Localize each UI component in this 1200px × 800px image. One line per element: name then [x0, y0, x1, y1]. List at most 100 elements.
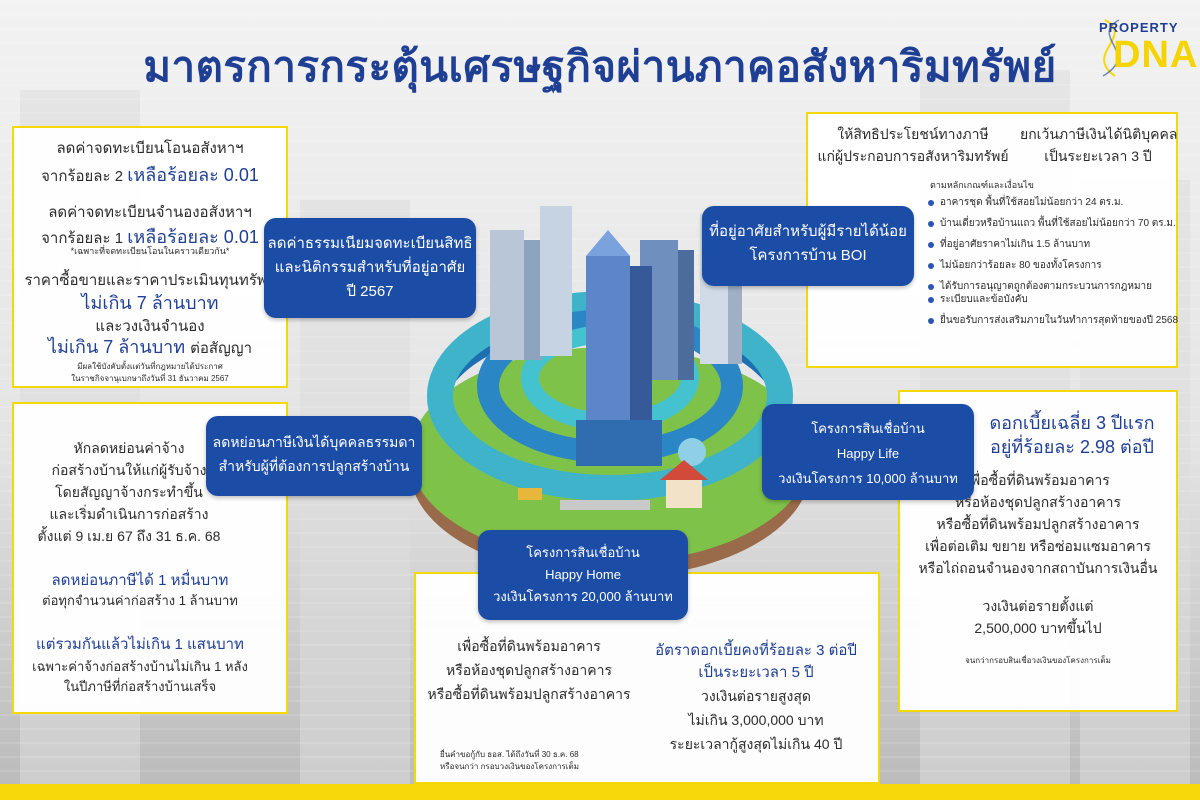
criteria-item: ที่อยู่อาศัยราคาไม่เกิน 1.5 ล้านบาท	[926, 238, 1176, 251]
gazebo	[666, 480, 702, 508]
panel-text-row: จากร้อยละ 2 เหลือร้อยละ 0.01	[14, 160, 286, 189]
highlight-text: ดอกเบี้ยเฉลี่ย 3 ปีแรก	[989, 413, 1155, 433]
panel-footnote: มีผลใช้บังคับตั้งแต่วันที่กฎหมายได้ประกา…	[77, 362, 223, 371]
panel-text: และวงเงินจำนอง	[95, 318, 205, 335]
callout-line: Happy Life	[836, 446, 900, 461]
highlight-text: ลดหย่อนภาษีได้ 1 หมื่นบาท	[51, 572, 229, 589]
highlight-text: อยู่ที่ร้อยละ 2.98 ต่อปี	[990, 437, 1154, 457]
dna-helix-icon	[1102, 19, 1120, 77]
panel-text: ในปีภาษีที่ก่อสร้างบ้านเสร็จ	[63, 679, 217, 694]
logo-text-top: PROPERTY	[1099, 20, 1179, 35]
panel-text: หรือซื้อที่ดินพร้อมปลูกสร้างอาคาร	[427, 686, 631, 702]
callout-line: ลดค่าธรรมเนียมจดทะเบียนสิทธิ	[267, 235, 473, 252]
callout-line: และนิติกรรมสำหรับที่อยู่อาศัย	[274, 259, 466, 276]
panel-footnote: จนกว่ากรอบสินเชื่อวงเงินของโครงการเต็ม	[965, 656, 1111, 665]
building	[678, 250, 694, 380]
panel-text: ลดค่าจดทะเบียนโอนอสังหาฯ	[56, 140, 244, 157]
criteria-item-continued: ระเบียบและข้อบังคับ	[926, 293, 1176, 306]
callout-line: โครงการสินเชื่อบ้าน	[526, 545, 640, 560]
panel-text: หักลดหย่อนค่าจ้าง	[73, 440, 185, 456]
callout-line: ปี 2567	[346, 283, 394, 300]
panel-footnote: ยื่นคำขอกู้กับ ธอส. ได้ถึงวันที่ 30 ธ.ค.…	[440, 750, 579, 759]
panel-text: ลดค่าจดทะเบียนจำนองอสังหาฯ	[48, 204, 252, 221]
panel-text: จากร้อยละ 2	[41, 168, 128, 185]
highlight-text: เหลือร้อยละ 0.01	[127, 227, 259, 247]
criteria-item: ได้รับการอนุญาตถูกต้องตามกระบวนการกฎหมาย	[926, 280, 1176, 293]
criteria-item-continued-text: ระเบียบและข้อบังคับ	[940, 294, 1028, 305]
panel-text: ก่อสร้างบ้านให้แก่ผู้รับจ้าง	[51, 462, 207, 478]
fee-reduction-panel: ลดค่าจดทะเบียนโอนอสังหาฯ จากร้อยละ 2 เหล…	[12, 126, 288, 388]
highlight-text: แต่รวมกันแล้วไม่เกิน 1 แสนบาท	[36, 636, 244, 653]
panel-text-row: จากร้อยละ 1 เหลือร้อยละ 0.01	[14, 222, 286, 251]
panel-text: ระยะเวลากู้สูงสุดไม่เกิน 40 ปี	[669, 736, 843, 752]
boi-housing-callout: ที่อยู่อาศัยสำหรับผู้มีรายได้น้อย โครงกา…	[702, 206, 914, 286]
panel-text: ตั้งแต่ 9 เม.ย 67 ถึง 31 ธ.ค. 68	[37, 528, 221, 544]
callout-line: โครงการบ้าน BOI	[749, 247, 867, 264]
panel-text: เพื่อต่อเติม ขยาย หรือซ่อมแซมอาคาร	[925, 538, 1151, 554]
panel-text: แก่ผู้ประกอบการอสังหาริมทรัพย์	[817, 148, 1009, 164]
fountain	[678, 438, 706, 466]
panel-text: วงเงินต่อรายตั้งแต่	[982, 598, 1094, 614]
callout-line: ที่อยู่อาศัยสำหรับผู้มีรายได้น้อย	[709, 223, 907, 240]
panel-text: ไม่เกิน 3,000,000 บาท	[688, 712, 824, 728]
callout-line: สำหรับผู้ที่ต้องการปลูกสร้างบ้าน	[218, 458, 410, 474]
income-tax-callout: ลดหย่อนภาษีเงินได้บุคคลธรรมดา สำหรับผู้ท…	[206, 416, 422, 496]
panel-text: โดยสัญญาจ้างกระทำขึ้น	[55, 484, 203, 500]
building	[490, 230, 524, 360]
criteria-list: อาคารชุด พื้นที่ใช้สอยไม่น้อยกว่า 24 ตร.…	[926, 196, 1178, 335]
happy-home-callout: โครงการสินเชื่อบ้าน Happy Home วงเงินโคร…	[478, 530, 688, 620]
panel-footnote: หรือจนกว่า กรอบวงเงินของโครงการเต็ม	[440, 762, 579, 771]
happy-life-callout: โครงการสินเชื่อบ้าน Happy Life วงเงินโคร…	[762, 404, 974, 500]
panel-text: หรือห้องชุดปลูกสร้างอาคาร	[955, 494, 1121, 510]
page-title: มาตรการกระตุ้นเศรษฐกิจผ่านภาคอสังหาริมทร…	[143, 43, 1057, 90]
city-illustration	[410, 206, 810, 578]
highlight-text: เป็นระยะเวลา 5 ปี	[698, 664, 814, 681]
panel-text: ราคาซื้อขายและราคาประเมินทุนทรัพย์	[24, 272, 276, 289]
panel-text: และเริ่มดำเนินการก่อสร้าง	[49, 506, 209, 522]
footer-bar	[0, 784, 1200, 800]
panel-text: หรือไถ่ถอนจำนองจากสถาบันการเงินอื่น	[918, 560, 1158, 576]
tax-deduction-panel: หักลดหย่อนค่าจ้าง ก่อสร้างบ้านให้แก่ผู้ร…	[12, 402, 288, 714]
panel-note: *เฉพาะที่จดทะเบียนโอนในคราวเดียวกัน*	[70, 246, 230, 256]
panel-text: จากร้อยละ 1	[41, 230, 128, 247]
callout-line: Happy Home	[545, 567, 621, 582]
central-tower-side	[630, 266, 652, 446]
property-dna-logo: PROPERTY DNA	[1085, 14, 1197, 82]
highlight-text: อัตราดอกเบี้ยคงที่ร้อยละ 3 ต่อปี	[655, 642, 857, 659]
callout-line: โครงการสินเชื่อบ้าน	[811, 421, 925, 436]
registration-fee-callout: ลดค่าธรรมเนียมจดทะเบียนสิทธิ และนิติกรรม…	[264, 218, 476, 318]
callout-line: ลดหย่อนภาษีเงินได้บุคคลธรรมดา	[212, 434, 416, 450]
panel-footnote: ในราชกิจจานุเบกษาถึงวันที่ 31 ธันวาคม 25…	[71, 374, 229, 383]
gazebo-roof	[660, 460, 708, 480]
panel-text: ต่อสัญญา	[190, 340, 253, 357]
highlight-text: ไม่เกิน 7 ล้านบาท	[47, 337, 191, 357]
panel-text: เฉพาะค่าจ้างก่อสร้างบ้านไม่เกิน 1 หลัง	[32, 659, 248, 674]
panel-text: ต่อทุกจำนวนค่าก่อสร้าง 1 ล้านบาท	[42, 593, 238, 608]
criteria-item: อาคารชุด พื้นที่ใช้สอยไม่น้อยกว่า 24 ตร.…	[926, 196, 1176, 209]
panel-text: หรือซื้อที่ดินพร้อมปลูกสร้างอาคาร	[936, 516, 1140, 532]
car	[518, 488, 542, 500]
building	[540, 206, 572, 356]
criteria-heading: ตามหลักเกณฑ์และเงื่อนไข	[930, 180, 1034, 190]
panel-text: หรือห้องชุดปลูกสร้างอาคาร	[446, 662, 612, 678]
criteria-item: บ้านเดี่ยวหรือบ้านแถว พื้นที่ใช้สอยไม่น้…	[926, 217, 1176, 230]
criteria-item: ยื่นขอรับการส่งเสริมภายในวันทำการสุดท้าย…	[926, 314, 1178, 327]
panel-text: 2,500,000 บาทขึ้นไป	[974, 620, 1102, 636]
central-tower-base	[576, 420, 662, 466]
central-tower	[586, 256, 630, 446]
panel-text: เป็นระยะเวลา 3 ปี	[1044, 148, 1152, 164]
callout-line: วงเงินโครงการ 10,000 ล้านบาท	[778, 471, 958, 486]
road-path	[560, 500, 650, 510]
tower-spire	[586, 230, 630, 256]
callout-line: วงเงินโครงการ 20,000 ล้านบาท	[493, 589, 673, 604]
highlight-text: เหลือร้อยละ 0.01	[127, 165, 259, 185]
building	[524, 240, 542, 360]
panel-text: เพื่อซื้อที่ดินพร้อมอาคาร	[457, 638, 601, 654]
criteria-item: ไม่น้อยกว่าร้อยละ 80 ของทั้งโครงการ	[926, 259, 1176, 272]
panel-text-row: ไม่เกิน 7 ล้านบาท ต่อสัญญา	[14, 332, 286, 361]
panel-text: วงเงินต่อรายสูงสุด	[701, 688, 811, 704]
highlight-text: ไม่เกิน 7 ล้านบาท	[81, 293, 219, 313]
panel-text: ให้สิทธิประโยชน์ทางภาษี	[837, 126, 989, 142]
panel-text: เพื่อซื้อที่ดินพร้อมอาคาร	[966, 472, 1110, 488]
panel-text: ยกเว้นภาษีเงินได้นิติบุคคล	[1020, 126, 1178, 142]
